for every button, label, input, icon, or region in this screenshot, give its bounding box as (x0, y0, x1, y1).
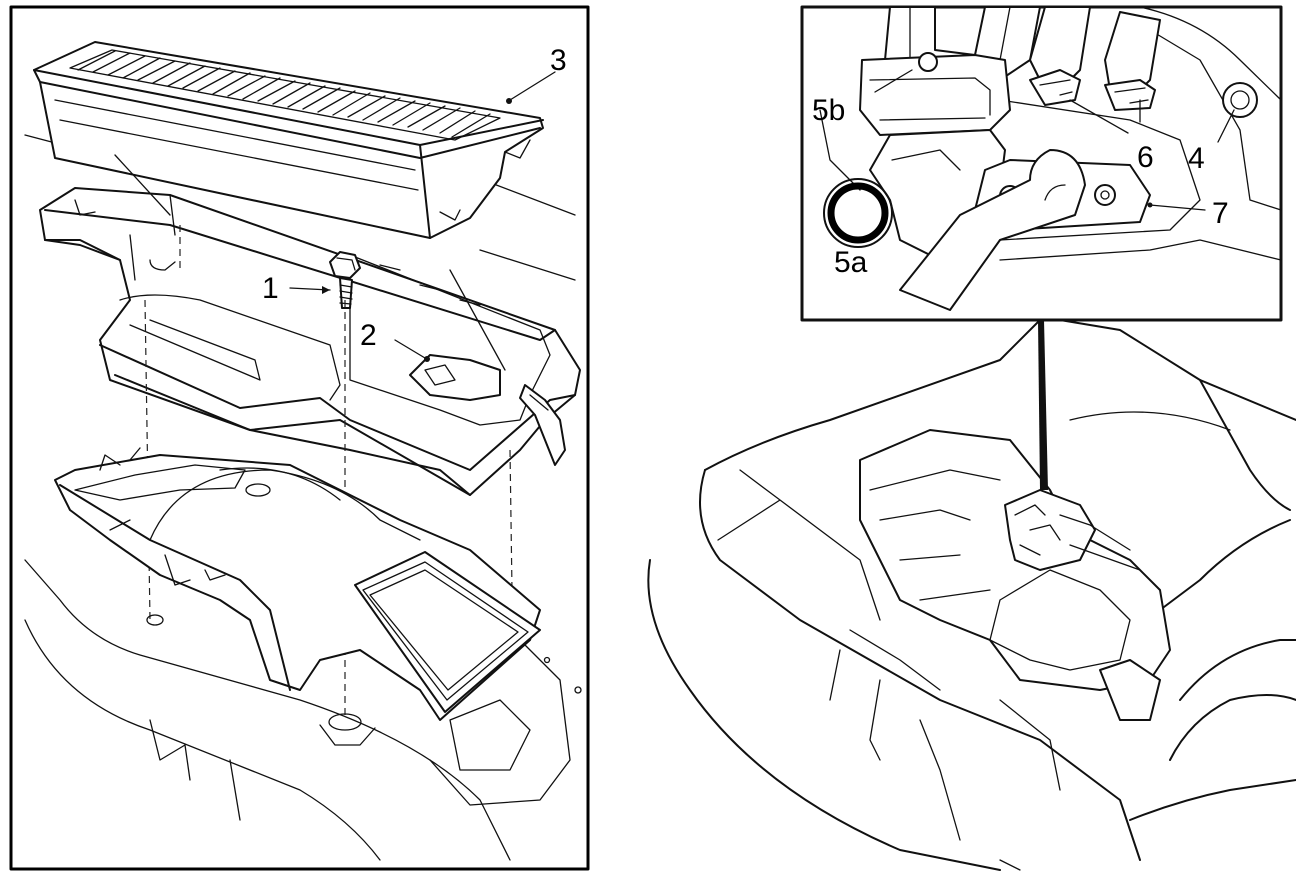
leader-7 (1149, 204, 1206, 211)
detail-inset: 5b 6 4 7 5a (800, 5, 1283, 322)
right-panel: 5b 6 4 7 5a (647, 5, 1296, 871)
bolt-1 (329, 251, 361, 309)
blower-intake (354, 551, 541, 713)
pollen-filter (33, 41, 544, 239)
o-ring-5a (827, 182, 889, 244)
leader-4 (1217, 109, 1235, 143)
heater-valve-location (1004, 489, 1096, 571)
hose-clamps-6 (1029, 69, 1156, 111)
coolant-pipe (899, 149, 1086, 311)
callout-4: 4 (1188, 142, 1205, 175)
callout-2: 2 (360, 319, 377, 352)
connector-2 (409, 354, 501, 401)
mount-boss (319, 724, 376, 746)
leader-5b (874, 69, 913, 93)
mount-hole-left (146, 614, 164, 626)
car-body (647, 319, 1296, 871)
left-panel-frame (9, 5, 590, 871)
callout-5a: 5a (834, 246, 868, 279)
left-panel: 3 1 2 (9, 5, 590, 871)
filter-housing (39, 187, 581, 496)
cable-harness (519, 384, 566, 466)
filter-pleats (77, 50, 491, 138)
bolt-4 (1222, 82, 1258, 118)
leader-6a (1069, 99, 1129, 134)
engine-sensor (1099, 659, 1161, 721)
inset-pointer (1038, 320, 1048, 490)
callout-5b: 5b (812, 94, 845, 127)
leader-3-dot (506, 98, 512, 104)
callout-7: 7 (1212, 197, 1229, 230)
bracket-bolt-right (1094, 184, 1116, 206)
valve-screw (918, 52, 938, 72)
engine-assembly (859, 429, 1171, 721)
o-ring-5a-outer (823, 178, 893, 248)
mount-hole-center (328, 713, 362, 731)
leader-3 (509, 71, 556, 101)
leader-2-dot (424, 356, 430, 362)
callout-1: 1 (262, 272, 279, 305)
callout-3: 3 (550, 44, 567, 77)
leader-2 (394, 339, 426, 359)
valve-5b (859, 54, 1011, 136)
blower-housing (54, 447, 541, 721)
leader-1-arrow (322, 286, 330, 294)
assembly-pointers (114, 154, 506, 371)
callout-6: 6 (1137, 141, 1154, 174)
